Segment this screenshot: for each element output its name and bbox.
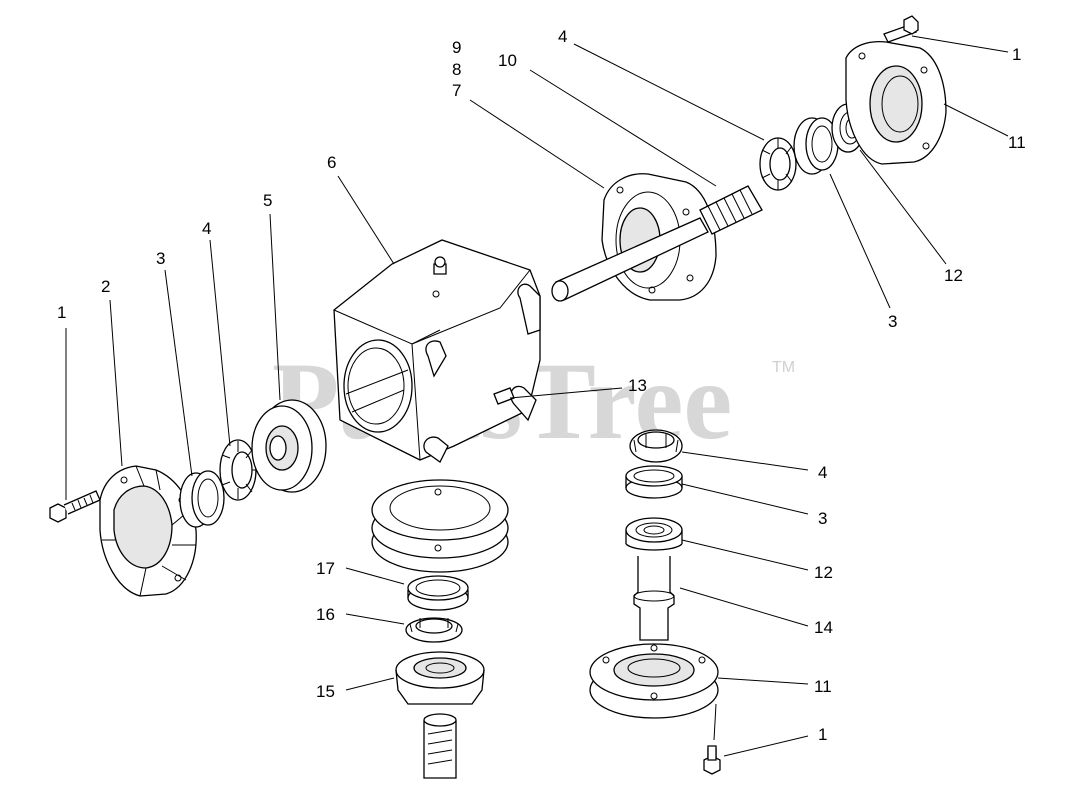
- callout-5[interactable]: 5: [263, 191, 272, 210]
- part-4-bearing-cone-left[interactable]: [219, 439, 258, 501]
- callout-6[interactable]: 6: [327, 153, 336, 172]
- part-2-end-cover[interactable]: [99, 465, 197, 597]
- callout-12-right[interactable]: 12: [814, 563, 833, 582]
- callout-3-left[interactable]: 3: [156, 249, 165, 268]
- part-5-hub[interactable]: [251, 399, 327, 493]
- callout-4-top[interactable]: 4: [558, 27, 567, 46]
- callout-4-right[interactable]: 4: [818, 463, 827, 482]
- callout-11-bottom[interactable]: 11: [814, 677, 832, 696]
- part-14-spindle-shaft[interactable]: [633, 556, 675, 641]
- callout-3-right[interactable]: 3: [818, 509, 827, 528]
- part-16-bearing-cone[interactable]: [405, 617, 463, 643]
- part-17-bearing-cup[interactable]: [407, 575, 469, 611]
- callout-17[interactable]: 17: [316, 559, 335, 578]
- callout-1-left[interactable]: 1: [57, 303, 66, 322]
- part-1-bolt-bottom[interactable]: [703, 745, 721, 775]
- part-11-flange-top[interactable]: [845, 40, 947, 165]
- part-3-bearing-cup-left[interactable]: [179, 470, 225, 528]
- part-1-bolt-left[interactable]: [49, 490, 101, 523]
- part-6-gearbox-housing[interactable]: [333, 239, 541, 463]
- part-15-output-gear-shaft[interactable]: [395, 651, 485, 779]
- callout-16[interactable]: 16: [316, 605, 335, 624]
- callout-13[interactable]: 13: [628, 376, 647, 395]
- part-output-ring-stack[interactable]: [371, 479, 509, 573]
- callout-8[interactable]: 8: [452, 60, 461, 79]
- part-11-flange-bottom[interactable]: [589, 643, 719, 719]
- callout-10[interactable]: 10: [498, 51, 517, 70]
- part-3-bearing-cup-right[interactable]: [625, 465, 683, 499]
- part-4-bearing-cone-right[interactable]: [629, 429, 683, 463]
- part-12-seal-right[interactable]: [625, 517, 683, 551]
- callout-11-top[interactable]: 11: [1008, 133, 1026, 152]
- callout-1-top[interactable]: 1: [1012, 45, 1021, 64]
- callout-12-top[interactable]: 12: [944, 266, 963, 285]
- callout-3-top[interactable]: 3: [888, 312, 897, 331]
- callout-2[interactable]: 2: [101, 277, 110, 296]
- callout-9[interactable]: 9: [452, 38, 461, 57]
- watermark-trademark: TM: [772, 359, 795, 376]
- part-8-9-input-shaft[interactable]: [551, 185, 763, 302]
- callout-14[interactable]: 14: [814, 618, 833, 637]
- callout-15[interactable]: 15: [316, 682, 335, 701]
- callout-4-left[interactable]: 4: [202, 219, 211, 238]
- callout-7[interactable]: 7: [452, 81, 461, 100]
- callout-labels: 1 2 3 4 5 6 9 8 7 10 4 1 11 12 3 13 4 3 …: [57, 27, 1026, 744]
- leader-lines: [65, 35, 1009, 757]
- callout-1-bottom[interactable]: 1: [818, 725, 827, 744]
- part-1-bolt-top[interactable]: [883, 15, 919, 43]
- part-4-bearing-cone-top[interactable]: [759, 137, 797, 191]
